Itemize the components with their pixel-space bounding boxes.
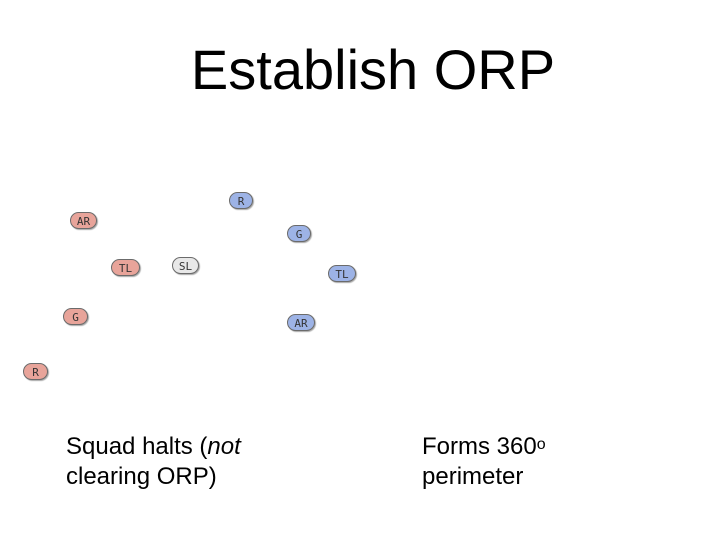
node-team-leader-red: TL bbox=[111, 259, 140, 276]
node-automatic-rifleman-blue: AR bbox=[287, 314, 315, 331]
caption-squad-halts-not: not bbox=[207, 433, 241, 460]
slide-title: Establish ORP bbox=[190, 38, 556, 101]
node-automatic-rifleman-red: AR bbox=[70, 212, 97, 229]
node-rifleman-red: R bbox=[23, 363, 48, 380]
node-rifleman-blue: R bbox=[229, 192, 253, 209]
caption-forms-perimeter-prefix: Forms 360 bbox=[422, 433, 537, 460]
caption-squad-halts-line1: Squad halts (not bbox=[66, 432, 241, 462]
node-team-leader-blue: TL bbox=[328, 265, 356, 282]
caption-forms-perimeter-line2: perimeter bbox=[422, 463, 524, 490]
node-grenadier-red: G bbox=[63, 308, 88, 325]
node-grenadier-blue: G bbox=[287, 225, 311, 242]
caption-squad-halts: Squad halts (not clearing ORP) bbox=[66, 432, 241, 492]
caption-squad-halts-line2: clearing ORP) bbox=[66, 463, 217, 490]
caption-forms-perimeter: Forms 360o perimeter bbox=[422, 432, 546, 492]
degree-symbol: o bbox=[536, 436, 546, 453]
caption-squad-halts-prefix: Squad halts ( bbox=[66, 433, 208, 460]
caption-forms-perimeter-line1: Forms 360o bbox=[422, 432, 546, 462]
node-squad-leader: SL bbox=[172, 257, 199, 274]
